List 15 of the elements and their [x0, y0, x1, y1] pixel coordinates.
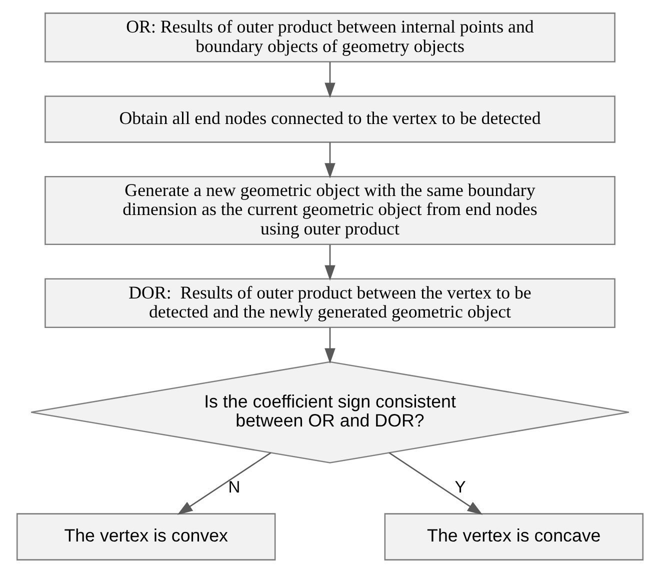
arrow — [324, 328, 335, 364]
node-box: Generate a new geometric object with the same boundary dimension as the current geometric object from end nodes using outer product — [44, 176, 615, 245]
arrow — [324, 244, 335, 281]
arrow — [176, 452, 271, 515]
arrow — [324, 142, 335, 178]
edge-label: N — [228, 478, 240, 497]
node-box: The vertex is convex — [16, 513, 276, 560]
node-box: DOR: Results of outer product between the vertex to be detected and the newly generated geometric object — [44, 278, 615, 328]
node-box: Obtain all end nodes connected to the vertex to be detected — [44, 96, 615, 143]
edge-label: Y — [454, 478, 466, 497]
node-box: The vertex is concave — [384, 513, 644, 560]
arrow — [324, 62, 335, 98]
arrow — [388, 452, 482, 515]
node-box: OR: Results of outer product between internal points and boundary objects of geometry objects — [44, 12, 615, 62]
node-diamond: Is the coefficient sign consistent between OR and DOR? — [30, 361, 629, 464]
